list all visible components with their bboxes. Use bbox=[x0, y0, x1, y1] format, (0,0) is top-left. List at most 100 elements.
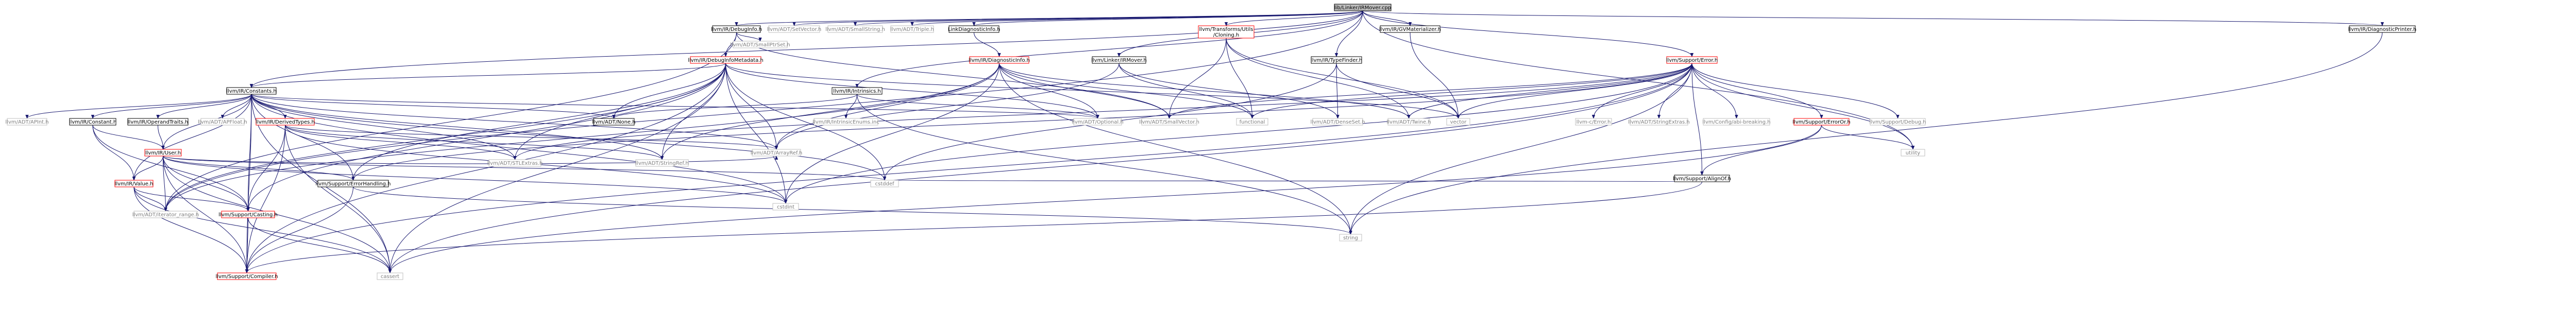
node-label: llvm/IR/Constants.h bbox=[226, 89, 277, 94]
node-box bbox=[1674, 175, 1730, 182]
node-label: cstddef bbox=[875, 181, 894, 187]
node-box bbox=[814, 118, 878, 126]
edge-DerivedTypes-to-ArrayRef bbox=[285, 125, 777, 150]
node-llvm-ir-diagnosticinfo-h[interactable]: llvm/IR/DiagnosticInfo.h bbox=[969, 56, 1030, 64]
node-llvm-ir-user-h[interactable]: llvm/IR/User.h bbox=[144, 149, 182, 157]
edge-DerivedTypes-to-Casting bbox=[248, 125, 285, 211]
edge-DebugInfoMetadata-to-iterator_range bbox=[166, 63, 726, 211]
edge-DebugInfoMetadata-to-Casting bbox=[248, 63, 726, 211]
node-llvm-ir-constants-h[interactable]: llvm/IR/Constants.h bbox=[226, 87, 277, 95]
edge-Intrinsics-to-Optional bbox=[857, 94, 1098, 119]
node-label: llvm/Support/Casting.h bbox=[218, 212, 278, 218]
edge-User-to-cassert bbox=[163, 156, 391, 273]
edge-root-to-DiagPrinter bbox=[1362, 10, 2382, 26]
node-llvm-support-errorhandling-h[interactable]: llvm/Support/ErrorHandling.h bbox=[316, 180, 391, 187]
node-label: llvm/IR/DiagnosticPrinter.h bbox=[2348, 27, 2417, 32]
node-label: llvm/ADT/SmallPtrSet.h bbox=[730, 42, 790, 48]
edge-Constants-to-ArrayRef bbox=[251, 94, 776, 150]
node-linkdiagnosticinfo-h[interactable]: LinkDiagnosticInfo.h bbox=[948, 25, 1001, 33]
node-box bbox=[1380, 25, 1440, 33]
edge-DebugInfoMetadata-to-Optional bbox=[725, 63, 1098, 119]
edge-SupportError-to-Twine bbox=[1409, 63, 1692, 118]
node-llvm-adt-denseset-h: llvm/ADT/DenseSet.h bbox=[1310, 118, 1365, 126]
node-cassert: cassert bbox=[377, 272, 403, 280]
node-llvm-ir-debuginfo-h[interactable]: llvm/IR/DebugInfo.h bbox=[711, 25, 762, 33]
node-llvm-c-error-h: llvm-c/Error.h bbox=[1575, 118, 1612, 126]
node-box bbox=[144, 149, 182, 157]
node-label: llvm/IR/Intrinsics.h bbox=[833, 89, 881, 94]
edge-Constants-to-Compiler bbox=[247, 94, 252, 273]
edge-DebugInfo-to-iterator_range bbox=[166, 32, 737, 211]
node-llvm-ir-diagnosticprinter-h[interactable]: llvm/IR/DiagnosticPrinter.h bbox=[2348, 25, 2417, 33]
edge-Cloning-to-SmallVector bbox=[1170, 38, 1227, 118]
node-label: llvm/IR/User.h bbox=[145, 150, 181, 156]
node-llvm-support-erroror-h[interactable]: llvm/Support/ErrorOr.h bbox=[1792, 118, 1851, 126]
node-label: llvm/ADT/None.h bbox=[592, 119, 635, 125]
node-utility: utility bbox=[1901, 149, 1925, 157]
edge-IRMover-to-DenseSet bbox=[1118, 63, 1338, 118]
node-box bbox=[1575, 118, 1612, 126]
node-llvm-adt-none-h[interactable]: llvm/ADT/None.h bbox=[592, 118, 636, 126]
edge-AlignOf-to-Compiler bbox=[247, 181, 1702, 273]
edge-User-to-ErrorHandling bbox=[163, 156, 353, 181]
node-llvm-support-casting-h[interactable]: llvm/Support/Casting.h bbox=[218, 211, 278, 218]
edge-DebugInfoMetadata-to-StringRef bbox=[662, 63, 726, 160]
node-llvm-transforms-utils-cloning-h[interactable]: llvm/Transforms/Utils/Cloning.h bbox=[1198, 25, 1255, 39]
node-label: llvm/ADT/iterator_range.h bbox=[132, 212, 199, 218]
edge-Intrinsics-to-string bbox=[857, 94, 1351, 234]
edge-User-to-Compiler bbox=[163, 156, 247, 273]
node-label: utility bbox=[1906, 150, 1921, 156]
edge-root-to-SetVector bbox=[794, 10, 1363, 26]
node-box bbox=[488, 159, 541, 167]
node-box bbox=[114, 180, 154, 187]
node-label: llvm/ADT/SmallString.h bbox=[825, 27, 885, 32]
node-llvm-ir-debuginfometadata-h[interactable]: llvm/IR/DebugInfoMetadata.h bbox=[688, 56, 764, 64]
node-box bbox=[133, 211, 198, 218]
edge-DiagnosticInfo-to-string bbox=[999, 63, 1351, 234]
edge-root-to-SupportError bbox=[1362, 10, 1692, 57]
node-llvm-ir-operandtraits-h[interactable]: llvm/IR/OperandTraits.h bbox=[127, 118, 189, 126]
edge-DebugInfoMetadata-to-ErrorHandling bbox=[353, 63, 726, 180]
node-llvm-adt-stringref-h: llvm/ADT/StringRef.h bbox=[635, 159, 689, 167]
edge-DiagnosticInfo-to-functional bbox=[999, 63, 1252, 118]
edge-DebugInfo-to-SmallPtrSet bbox=[736, 32, 760, 42]
node-llvm-support-compiler-h[interactable]: llvm/Support/Compiler.h bbox=[215, 272, 278, 280]
edge-DebugInfoMetadata-to-ArrayRef bbox=[725, 63, 777, 149]
node-label: cstdint bbox=[777, 204, 794, 210]
node-llvm-ir-typefinder-h[interactable]: llvm/IR/TypeFinder.h bbox=[1311, 56, 1362, 64]
node-box bbox=[256, 118, 315, 126]
node-label: llvm-c/Error.h bbox=[1577, 119, 1611, 125]
node-label: llvm/IR/GVMaterializer.h bbox=[1379, 27, 1441, 32]
node-llvm-ir-constant-h[interactable]: llvm/IR/Constant.h bbox=[69, 118, 116, 126]
node-llvm-ir-gvmaterializer-h[interactable]: llvm/IR/GVMaterializer.h bbox=[1379, 25, 1441, 33]
node-label: llvm/ADT/APFloat.h bbox=[198, 119, 247, 125]
node-llvm-ir-intrinsics-h[interactable]: llvm/IR/Intrinsics.h bbox=[832, 87, 883, 95]
edge-DebugInfo-to-SmallVector bbox=[736, 32, 1170, 118]
node-llvm-ir-derivedtypes-h[interactable]: llvm/IR/DerivedTypes.h bbox=[256, 118, 315, 126]
edge-DebugInfoMetadata-to-cstdint bbox=[725, 63, 786, 203]
node-label: llvm/ADT/STLExtras.h bbox=[487, 161, 543, 166]
edge-DebugInfoMetadata-to-Compiler bbox=[247, 63, 726, 273]
node-label: /Cloning.h bbox=[1213, 32, 1240, 38]
node-label: llvm/ADT/Triple.h bbox=[890, 27, 934, 32]
node-llvm-support-alignof-h[interactable]: llvm/Support/AlignOf.h bbox=[1673, 175, 1731, 182]
node-llvm-config-abi-breaking-h: llvm/Config/abi-breaking.h bbox=[1702, 118, 1771, 126]
node-box bbox=[1870, 118, 1926, 126]
node-label: llvm/Support/Compiler.h bbox=[215, 274, 278, 280]
edge-Constants-to-APFloat bbox=[223, 94, 252, 119]
edge-Value-to-Casting bbox=[133, 186, 248, 212]
edge-Constants-to-ErrorHandling bbox=[251, 94, 353, 180]
edge-Value-to-iterator_range bbox=[133, 186, 166, 212]
node-llvm-ir-value-h[interactable]: llvm/IR/Value.h bbox=[114, 180, 154, 187]
node-lib-linker-irmover-cpp[interactable]: lib/Linker/IRMover.cpp bbox=[1334, 4, 1392, 11]
edge-SupportError-to-vector bbox=[1459, 63, 1692, 118]
node-llvm-adt-optional-h: llvm/ADT/Optional.h bbox=[1072, 118, 1124, 126]
edge-Value-to-Compiler bbox=[133, 186, 247, 273]
edge-SupportError-to-string bbox=[1351, 63, 1692, 234]
edge-TypeFinder-to-DenseSet bbox=[1336, 63, 1338, 118]
node-label: llvm/Linker/IRMover.h bbox=[1091, 58, 1147, 63]
node-llvm-adt-smallstring-h: llvm/ADT/SmallString.h bbox=[825, 25, 885, 33]
edge-Constants-to-cstddef bbox=[251, 94, 885, 180]
node-llvm-support-error-h[interactable]: llvm/Support/Error.h bbox=[1666, 56, 1718, 64]
node-llvm-linker-irmover-h[interactable]: llvm/Linker/IRMover.h bbox=[1091, 56, 1147, 64]
